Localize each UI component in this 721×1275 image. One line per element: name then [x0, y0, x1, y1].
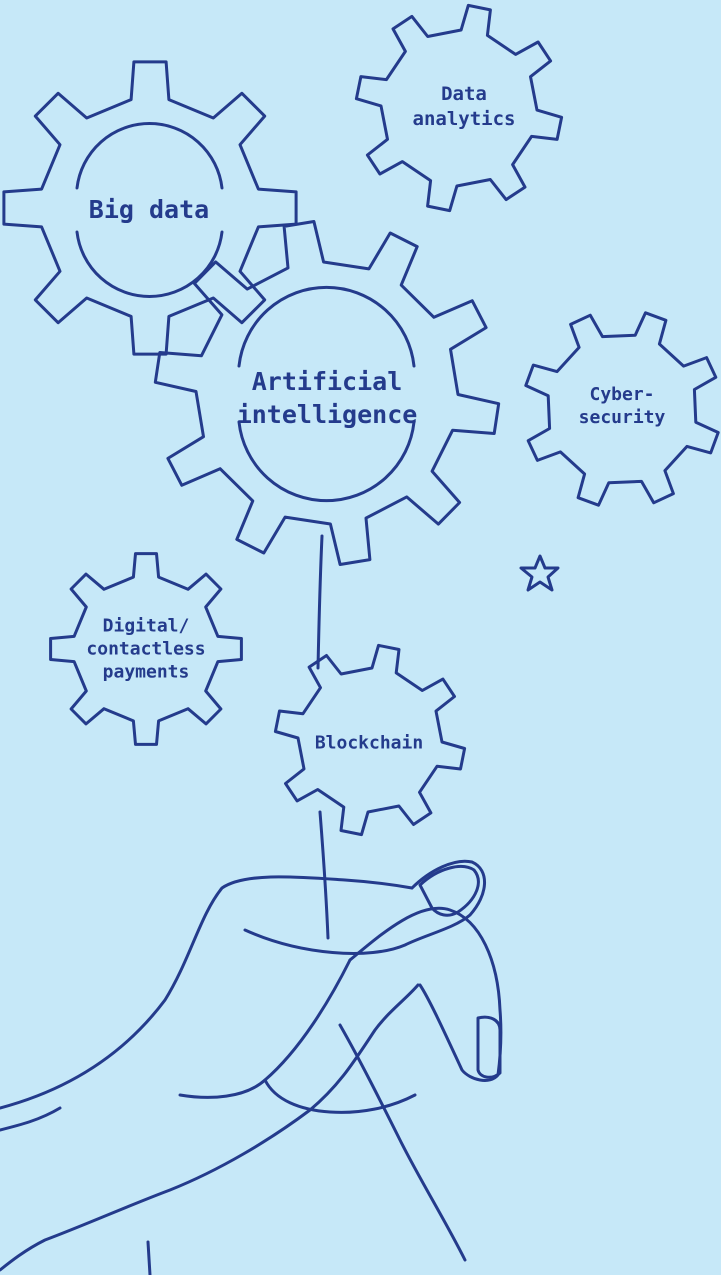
gear-label-line: analytics	[412, 108, 516, 130]
big-data-inner-arc-bottom	[75, 230, 224, 298]
star-icon	[519, 554, 560, 592]
gear-label-line: Cyber-	[589, 384, 655, 405]
gear-label-line: Big data	[88, 195, 210, 224]
gear-label-line: Digital/	[102, 615, 190, 637]
gear-label-line: payments	[102, 661, 190, 683]
gear-label-artificial-intelligence: Artificial intelligence	[237, 365, 418, 431]
gear-big-data	[2, 60, 298, 356]
gear-label-line: Blockchain	[314, 732, 424, 754]
gear-label-line: Data	[441, 83, 487, 105]
gear-label-line: security	[578, 407, 666, 428]
gear-label-cybersecurity: Cyber- security	[579, 383, 666, 429]
gear-label-line: Artificial	[251, 367, 403, 396]
stem-line-lower	[318, 810, 330, 940]
hand-illustration	[0, 859, 503, 1275]
ai-inner-arc-bottom	[237, 420, 416, 503]
gear-label-line: contactless	[86, 638, 206, 660]
gear-label-blockchain: Blockchain	[315, 732, 423, 755]
gear-cybersecurity	[524, 311, 720, 507]
stem-line	[316, 534, 324, 670]
gear-data-analytics	[354, 3, 564, 213]
gear-label-data-analytics: Data analytics	[413, 82, 516, 132]
gear-blockchain	[273, 643, 467, 837]
gear-label-digital-payments: Digital/ contactless payments	[86, 615, 205, 684]
ai-inner-arc-top	[237, 285, 416, 368]
big-data-inner-arc-top	[75, 122, 224, 190]
gear-label-line: intelligence	[236, 400, 418, 429]
gear-label-big-data: Big data	[89, 195, 209, 225]
gear-artificial-intelligence	[153, 220, 501, 566]
gear-digital-payments	[49, 552, 243, 746]
gears-layer	[2, 3, 720, 837]
